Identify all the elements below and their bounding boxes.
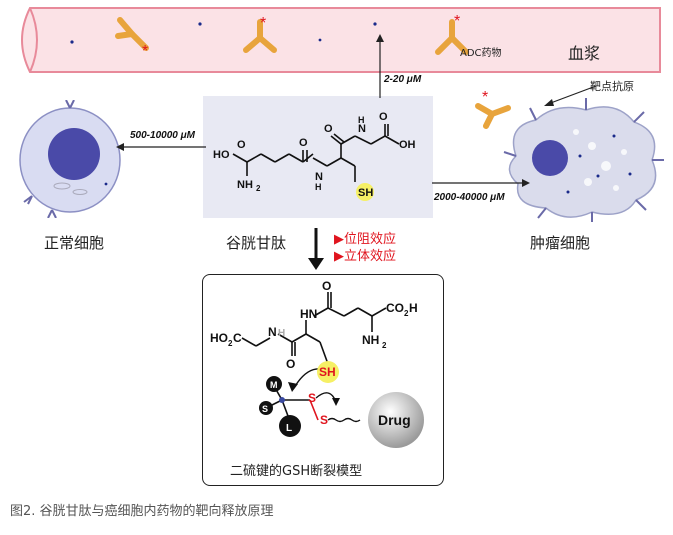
svg-text:N: N bbox=[358, 123, 366, 135]
svg-text:H: H bbox=[315, 182, 322, 192]
svg-text:NH: NH bbox=[237, 179, 253, 191]
svg-text:C: C bbox=[233, 331, 242, 345]
drug-label: Drug bbox=[378, 412, 411, 428]
adc-antibody-icon: * bbox=[115, 17, 149, 58]
adc-antibody-icon: * bbox=[435, 13, 469, 55]
svg-text:HO: HO bbox=[213, 149, 230, 161]
effect-stereo: ▶立体效应 bbox=[334, 249, 396, 264]
adc-antibody-icon: * bbox=[475, 89, 511, 129]
adc-label: ADC药物 bbox=[460, 48, 502, 59]
down-arrow bbox=[308, 228, 324, 270]
svg-text:*: * bbox=[260, 15, 266, 32]
svg-text:HN: HN bbox=[300, 307, 317, 321]
gsh-panel bbox=[203, 96, 433, 218]
svg-text:O: O bbox=[324, 123, 333, 135]
svg-text:OH: OH bbox=[399, 139, 416, 151]
model-structure: M S L HO 2 C N H O HN O CO 2 H NH 2 SH S… bbox=[210, 279, 424, 448]
svg-text:2: 2 bbox=[256, 184, 261, 193]
effect-steric: ▶位阻效应 bbox=[334, 232, 396, 247]
svg-text:CO: CO bbox=[386, 301, 404, 315]
target-antigen-label: 靶点抗原 bbox=[590, 80, 634, 93]
tumor-cell-label: 肿瘤细胞 bbox=[530, 234, 591, 252]
antigen-pointer bbox=[544, 85, 597, 106]
svg-text:SH: SH bbox=[358, 187, 373, 199]
conc-tumor: 2000-40000 μM bbox=[434, 192, 505, 203]
adc-antibody-icon: * bbox=[243, 15, 277, 53]
svg-text:O: O bbox=[286, 357, 295, 371]
svg-text:HO: HO bbox=[210, 331, 228, 345]
svg-text:*: * bbox=[482, 89, 488, 106]
svg-text:NH: NH bbox=[362, 333, 379, 347]
blood-vessel bbox=[21, 7, 661, 73]
ball-l: L bbox=[286, 423, 292, 434]
svg-text:2: 2 bbox=[228, 339, 233, 348]
svg-text:2: 2 bbox=[404, 309, 409, 318]
svg-text:O: O bbox=[299, 137, 308, 149]
model-title: 二硫键的GSH断裂模型 bbox=[230, 464, 363, 479]
normal-cell-label: 正常细胞 bbox=[44, 234, 105, 252]
arrow-plasma bbox=[376, 34, 384, 98]
ball-s: S bbox=[262, 404, 268, 414]
ball-m: M bbox=[270, 380, 278, 390]
conc-normal: 500-10000 μM bbox=[130, 130, 195, 141]
gsh-name-label: 谷胱甘肽 bbox=[226, 234, 287, 252]
svg-text:2: 2 bbox=[382, 341, 387, 350]
svg-text:O: O bbox=[322, 279, 331, 293]
svg-text:H: H bbox=[409, 301, 418, 315]
arrow-tumor bbox=[432, 179, 530, 187]
svg-text:O: O bbox=[379, 111, 388, 123]
gsh-structure: HO O NH 2 O N H O N H O OH SH bbox=[213, 111, 416, 201]
svg-text:H: H bbox=[278, 328, 285, 339]
svg-text:S: S bbox=[308, 391, 316, 405]
svg-text:*: * bbox=[142, 43, 148, 58]
figure-caption: 图2. 谷胱甘肽与癌细胞内药物的靶向释放原理 bbox=[10, 504, 274, 519]
svg-text:N: N bbox=[268, 325, 277, 339]
svg-text:*: * bbox=[454, 13, 460, 30]
svg-text:SH: SH bbox=[319, 365, 336, 379]
tumor-cell bbox=[503, 98, 664, 222]
svg-text:O: O bbox=[237, 139, 246, 151]
conc-plasma: 2-20 μM bbox=[384, 74, 422, 85]
svg-text:N: N bbox=[315, 171, 323, 183]
plasma-label: 血浆 bbox=[568, 44, 601, 63]
normal-cell bbox=[19, 100, 121, 218]
svg-text:S: S bbox=[320, 413, 328, 427]
arrow-normal bbox=[116, 143, 206, 151]
svg-text:H: H bbox=[358, 115, 365, 125]
